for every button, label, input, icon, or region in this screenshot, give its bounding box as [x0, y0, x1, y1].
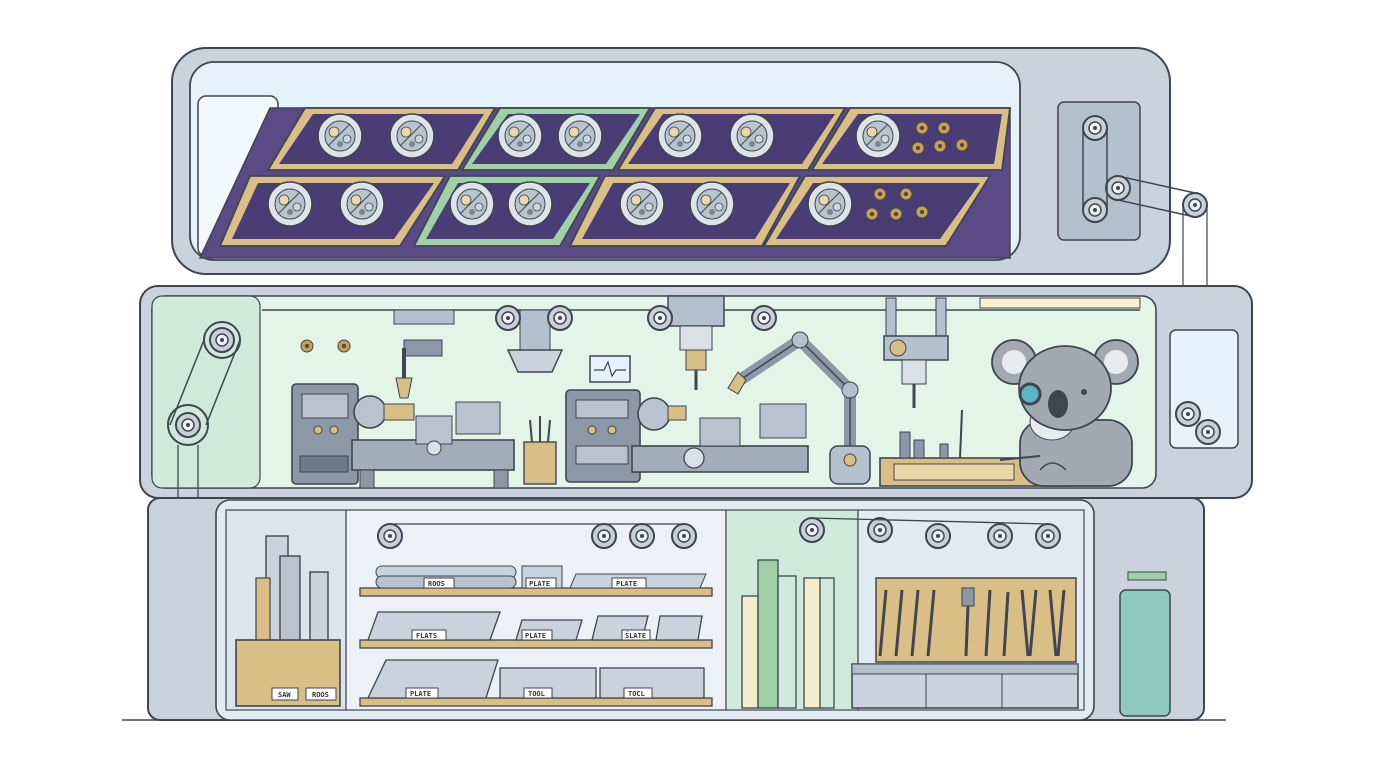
pulley	[987, 523, 1013, 549]
gear-part	[873, 187, 887, 201]
pulley	[1035, 523, 1061, 549]
spindle-head	[667, 295, 725, 390]
watch-movement	[389, 113, 435, 159]
watch-movement	[729, 113, 775, 159]
pulley	[629, 523, 655, 549]
tool-rack	[851, 577, 1079, 709]
pulley	[671, 523, 697, 549]
label-plate-1: PLATE	[529, 580, 550, 588]
label-flats-2: PLATE	[410, 690, 431, 698]
robotic-arm	[727, 331, 871, 485]
label-plate-3: PLATE	[525, 632, 546, 640]
gear-part	[899, 187, 913, 201]
pulley	[1082, 115, 1108, 141]
lathe-left	[291, 383, 515, 489]
label-rods: ROOS	[428, 580, 445, 588]
precision-head	[883, 297, 949, 408]
gear-part	[933, 139, 947, 153]
pulley	[867, 517, 893, 543]
loupe-icon	[1018, 382, 1042, 406]
watch-movement	[689, 181, 735, 227]
watch-movement	[339, 181, 385, 227]
label-tool-1: TOOL	[528, 690, 545, 698]
gear-part	[911, 141, 925, 155]
koala-head	[1018, 345, 1112, 431]
gear-part	[937, 121, 951, 135]
watch-movement	[619, 181, 665, 227]
pulley	[1082, 197, 1108, 223]
label-slate: ŚLATE	[625, 631, 646, 640]
gear-part	[915, 121, 929, 135]
gear-part	[889, 207, 903, 221]
watch-trays	[218, 107, 1012, 247]
pulley	[495, 305, 521, 331]
cnc-lathe	[565, 355, 809, 483]
watch-movement	[507, 181, 553, 227]
label-tool-2: TOCL	[628, 690, 645, 698]
ceiling-lamp	[506, 309, 564, 373]
belt-drive-panel	[1057, 101, 1208, 290]
bin-label-rods: ROOS	[312, 691, 329, 699]
watch-movement	[807, 181, 853, 227]
watch-movement	[855, 113, 901, 159]
bar-stock	[741, 559, 835, 709]
pulley	[209, 327, 235, 353]
pulley	[925, 523, 951, 549]
gear-part	[955, 138, 969, 152]
watch-movement	[497, 113, 543, 159]
pulley	[591, 523, 617, 549]
gear-part	[865, 207, 879, 221]
gear-icon	[337, 339, 351, 353]
pulley	[799, 517, 825, 543]
watch-movement	[657, 113, 703, 159]
koala-watchmaker	[991, 339, 1139, 487]
gear-part	[915, 205, 929, 219]
pulley	[1175, 401, 1201, 427]
pulley	[1105, 175, 1131, 201]
watch-movement	[449, 181, 495, 227]
bin-label-saw: SAW	[278, 691, 291, 699]
label-flats-1: FLATS	[416, 632, 437, 640]
gear-icon	[300, 339, 314, 353]
pulley	[1182, 192, 1208, 218]
storage-belt	[377, 517, 1061, 549]
pulley	[751, 305, 777, 331]
watch-movement	[267, 181, 313, 227]
pulley	[647, 305, 673, 331]
rod-bin: SAW ROOS	[235, 535, 341, 707]
watch-movement	[317, 113, 363, 159]
pulley	[547, 305, 573, 331]
tool-cup	[523, 416, 557, 485]
material-shelves: ROOS PLATE PLATE FLATS PLATE ŚLATE PLATE…	[359, 565, 713, 707]
drill-arm	[393, 309, 455, 399]
pulley	[1195, 419, 1221, 445]
label-plate-2: PLATE	[616, 580, 637, 588]
watch-movement	[557, 113, 603, 159]
pulley	[377, 523, 403, 549]
koala-nose	[1048, 390, 1068, 418]
pulley	[175, 412, 201, 438]
